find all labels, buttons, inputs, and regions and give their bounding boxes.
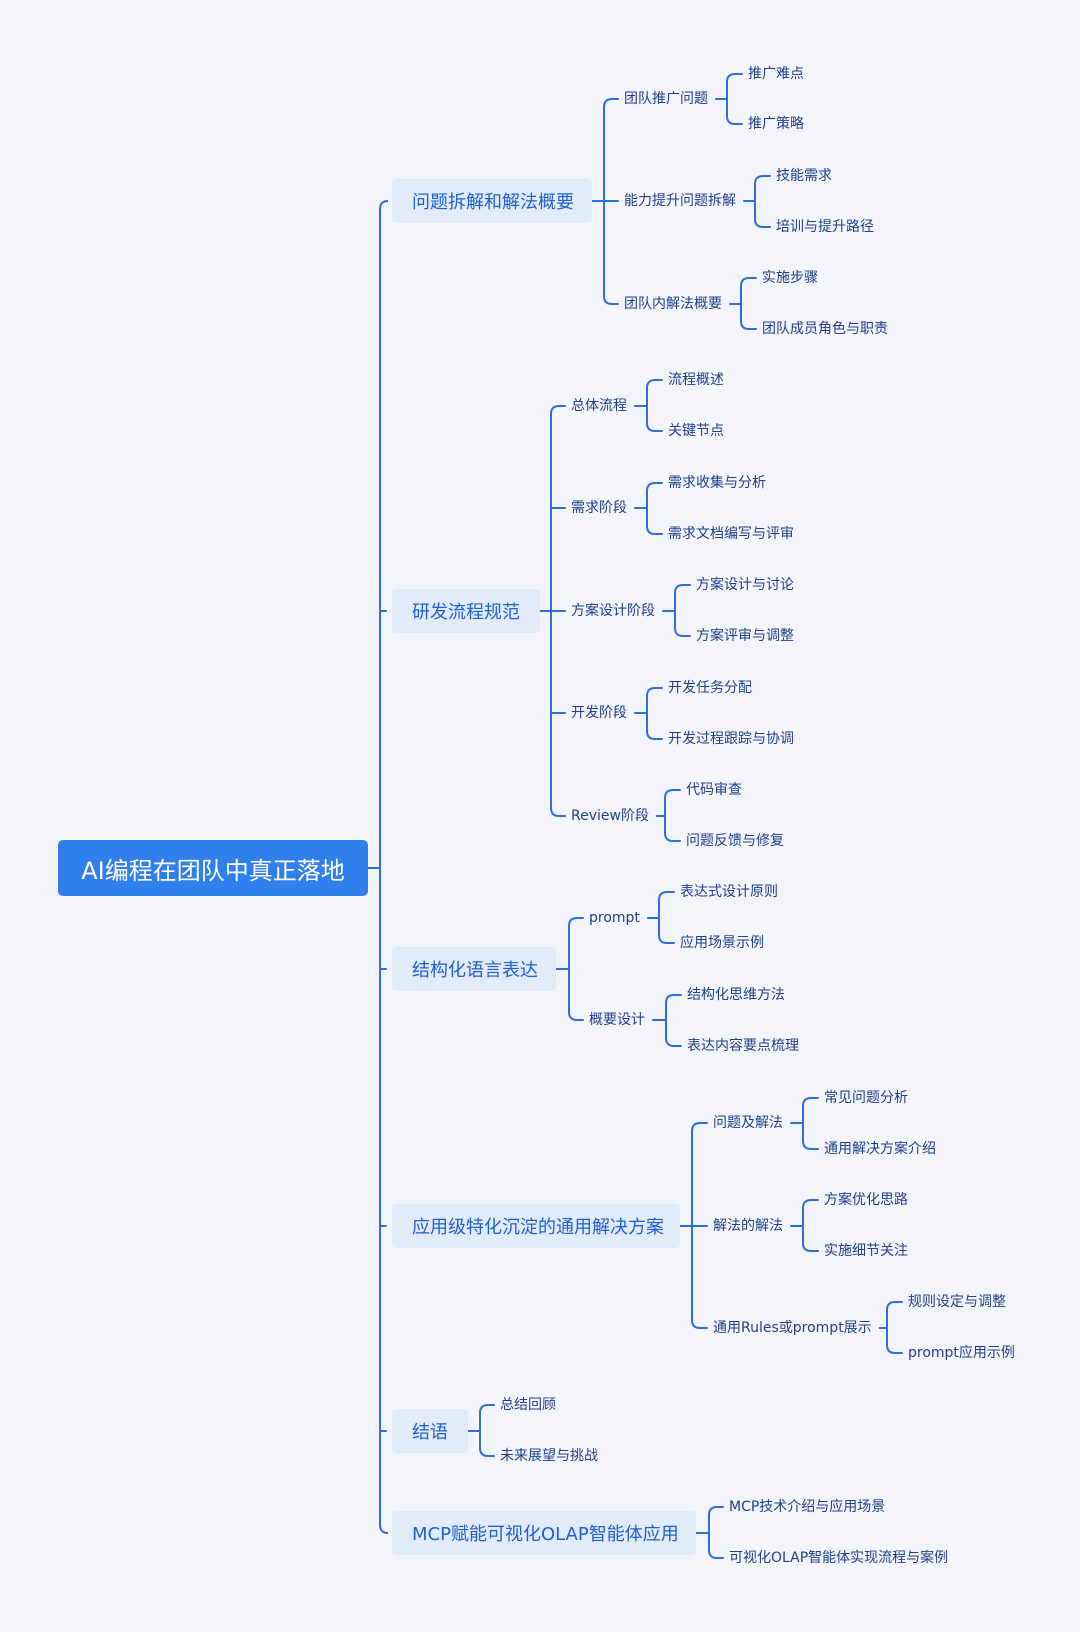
branch-1-sub-1-leaf-1[interactable]: 推广难点 [748,66,804,82]
branch-5-connector-link-0 [479,1404,495,1414]
trunk-link-0 [379,200,389,210]
branch-2-sub-1-connector-link-0 [646,379,663,389]
branch-3-connector-link-0 [568,917,584,927]
branch-2-sub-4-connector-link-0 [646,687,663,697]
branch-3-sub-2-leaf-2[interactable]: 表达内容要点梳理 [687,1038,799,1054]
branch-4-sub-3[interactable]: 通用Rules或prompt展示 [713,1320,872,1336]
branch-5-leaf-2[interactable]: 未来展望与挑战 [500,1448,598,1464]
branch-4-sub-1-leaf-2[interactable]: 通用解决方案介绍 [824,1141,936,1157]
branch-4-topic[interactable]: 应用级特化沉淀的通用解决方案 [392,1204,680,1248]
branch-2-sub-2-leaf-2[interactable]: 需求文档编写与评审 [668,526,794,542]
branch-3-sub-1-leaf-1[interactable]: 表达式设计原则 [680,884,778,900]
branch-2-sub-4[interactable]: 开发阶段 [571,705,627,721]
branch-4-sub-3-leaf-1[interactable]: 规则设定与调整 [908,1294,1006,1310]
branch-2-sub-1-leaf-2[interactable]: 关键节点 [668,423,724,439]
branch-5-connector-link-1 [479,1447,495,1457]
branch-1-sub-2[interactable]: 能力提升问题拆解 [624,193,736,209]
branch-2-sub-5-connector-link-1 [664,832,681,842]
branch-2-sub-3-connector-link-1 [674,627,691,637]
branch-3-sub-2-connector-link-0 [665,994,682,1004]
branch-1-sub-3-connector-link-1 [740,320,757,330]
branch-1-sub-3-connector-link-0 [740,277,757,287]
branch-2-sub-1-connector-link-1 [646,422,663,432]
branch-6-leaf-1[interactable]: MCP技术介绍与应用场景 [729,1499,886,1515]
trunk-link-5 [379,1524,389,1534]
branch-2-sub-2[interactable]: 需求阶段 [571,500,627,516]
branch-2-sub-4-connector-link-1 [646,730,663,740]
branch-4-sub-2-connector-link-1 [802,1242,819,1252]
branch-3-sub-1[interactable]: prompt [589,910,640,926]
branch-4-sub-1-connector-link-1 [802,1140,819,1150]
root-topic[interactable]: AI编程在团队中真正落地 [58,840,368,896]
branch-2-connector-link-4 [550,807,566,817]
branch-1-sub-3-leaf-1[interactable]: 实施步骤 [762,270,818,286]
branch-1-connector-link-2 [603,295,619,305]
branch-4-sub-3-connector-link-1 [886,1344,903,1354]
branch-4-sub-3-leaf-2[interactable]: prompt应用示例 [908,1345,1015,1361]
branch-1-topic[interactable]: 问题拆解和解法概要 [392,179,592,223]
branch-4-sub-2-connector-link-0 [802,1199,819,1209]
branch-2-sub-2-connector-link-0 [646,482,663,492]
branch-1-sub-2-connector-link-0 [754,175,771,185]
branch-4-sub-3-connector-link-0 [886,1301,903,1311]
branch-1-sub-3-leaf-2[interactable]: 团队成员角色与职责 [762,321,888,337]
branch-2-sub-5-leaf-2[interactable]: 问题反馈与修复 [686,833,784,849]
branch-1-sub-2-connector-link-1 [754,218,771,228]
branch-3-sub-2-leaf-1[interactable]: 结构化思维方法 [687,987,785,1003]
branch-3-topic[interactable]: 结构化语言表达 [392,947,556,991]
branch-3-sub-2-connector-link-1 [665,1037,682,1047]
branch-4-sub-2-leaf-2[interactable]: 实施细节关注 [824,1243,908,1259]
branch-4-connector-link-2 [691,1319,708,1329]
branch-2-sub-5-leaf-1[interactable]: 代码审查 [686,782,742,798]
branch-2-sub-2-leaf-1[interactable]: 需求收集与分析 [668,475,766,491]
branch-2-sub-3-leaf-1[interactable]: 方案设计与讨论 [696,577,794,593]
branch-2-sub-4-leaf-2[interactable]: 开发过程跟踪与协调 [668,731,794,747]
branch-2-sub-4-leaf-1[interactable]: 开发任务分配 [668,680,752,696]
branch-2-sub-1-leaf-1[interactable]: 流程概述 [668,372,724,388]
branch-5-topic[interactable]: 结语 [392,1409,468,1453]
branch-1-sub-1-connector-link-1 [726,115,743,125]
branch-1-sub-1[interactable]: 团队推广问题 [624,91,708,107]
branch-5-leaf-1[interactable]: 总结回顾 [500,1397,556,1413]
branch-3-sub-2[interactable]: 概要设计 [589,1012,645,1028]
branch-6-leaf-2[interactable]: 可视化OLAP智能体实现流程与案例 [729,1550,949,1566]
branch-1-sub-3[interactable]: 团队内解法概要 [624,296,722,312]
branch-1-sub-1-connector-link-0 [726,73,743,83]
branch-4-sub-1[interactable]: 问题及解法 [713,1115,783,1131]
branch-1-sub-2-leaf-2[interactable]: 培训与提升路径 [776,219,874,235]
branch-4-sub-2[interactable]: 解法的解法 [713,1218,783,1234]
branch-2-sub-3-leaf-2[interactable]: 方案评审与调整 [696,628,794,644]
branch-3-sub-1-connector-link-1 [658,934,675,944]
branch-2-sub-2-connector-link-1 [646,525,663,535]
branch-4-sub-1-connector-link-0 [802,1097,819,1107]
branch-2-sub-3[interactable]: 方案设计阶段 [571,603,655,619]
branch-1-connector-link-0 [603,98,619,108]
branch-2-sub-5[interactable]: Review阶段 [571,808,649,824]
branch-3-connector-link-1 [568,1011,584,1021]
branch-6-connector-link-0 [708,1506,724,1516]
branch-3-sub-1-connector-link-0 [658,891,675,901]
branch-3-sub-1-leaf-2[interactable]: 应用场景示例 [680,935,764,951]
branch-1-sub-2-leaf-1[interactable]: 技能需求 [776,168,832,184]
branch-4-connector-link-0 [691,1122,708,1132]
branch-2-sub-1[interactable]: 总体流程 [571,398,627,414]
branch-4-sub-2-leaf-1[interactable]: 方案优化思路 [824,1192,908,1208]
branch-6-topic[interactable]: MCP赋能可视化OLAP智能体应用 [392,1511,696,1555]
branch-6-connector-link-1 [708,1549,724,1559]
branch-2-sub-5-connector-link-0 [664,789,681,799]
branch-4-sub-1-leaf-1[interactable]: 常见问题分析 [824,1090,908,1106]
branch-1-sub-1-leaf-2[interactable]: 推广策略 [748,116,804,132]
branch-2-connector-link-0 [550,405,566,415]
branch-2-sub-3-connector-link-0 [674,584,691,594]
branch-2-topic[interactable]: 研发流程规范 [392,589,540,633]
